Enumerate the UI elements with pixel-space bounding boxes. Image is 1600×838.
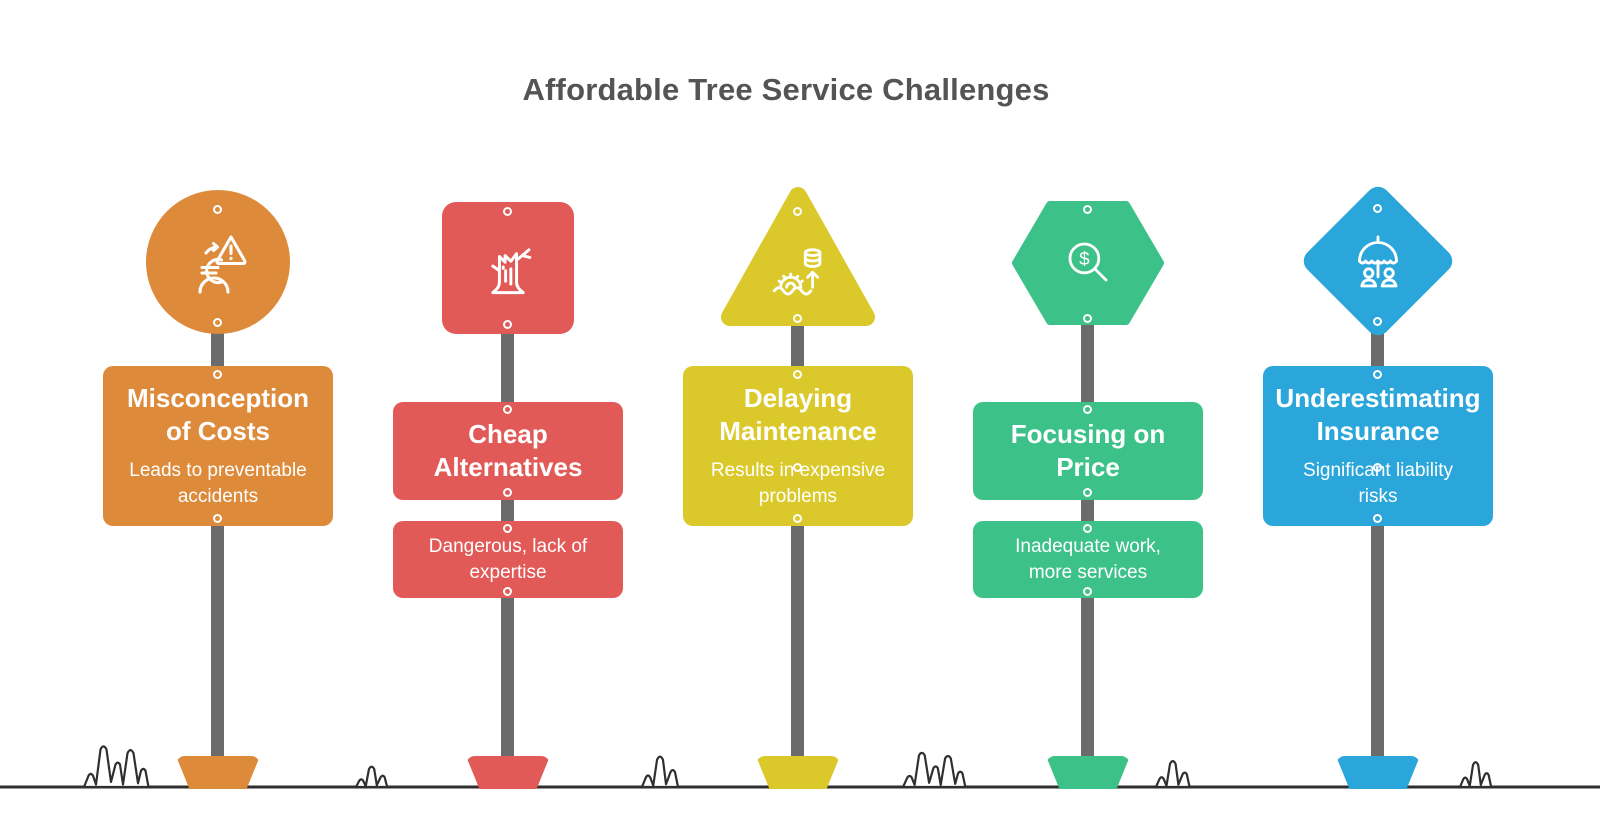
sign-underestimating-insurance: Underestimating Insurance Significant li…: [1259, 0, 1497, 838]
sign-subtitle: Significant liability risks: [1303, 460, 1453, 507]
sign-base: [466, 756, 550, 789]
screw-icon: [1373, 513, 1382, 523]
sign-subtitle-plate: Inadequate work, more services: [973, 521, 1203, 598]
svg-text:$: $: [1079, 249, 1090, 270]
sign-plate: Underestimating Insurance Significant li…: [1263, 366, 1493, 526]
sign-title: Misconception of Costs: [126, 383, 309, 446]
screw-icon: [1083, 204, 1092, 214]
sign-pole: [1081, 262, 1094, 757]
price-magnifier-icon: $: [1068, 242, 1108, 282]
screw-icon: [793, 369, 802, 379]
screw-icon: [503, 586, 512, 596]
screw-icon: [1373, 316, 1382, 326]
rising-cost-gear-icon: [772, 248, 822, 296]
screw-icon: [213, 513, 222, 523]
sign-pole: [501, 262, 514, 757]
screw-icon: [503, 404, 512, 414]
sign-title-plate: Cheap Alternatives: [393, 402, 623, 500]
screw-icon: [1373, 203, 1382, 213]
cost-warning-icon: [198, 235, 247, 294]
sign-title: Cheap Alternatives: [433, 419, 583, 482]
sign-subtitle: Dangerous, lack of expertise: [428, 535, 588, 583]
sign-title-plate: Focusing on Price: [973, 402, 1203, 500]
sign-shape-square: [442, 202, 574, 334]
screw-icon: [1083, 313, 1092, 323]
sign-base: [1336, 756, 1420, 789]
sign-subtitle: Leads to preventable accidents: [129, 460, 307, 507]
screw-icon: [793, 206, 802, 216]
screw-icon: [213, 317, 222, 327]
screw-icon: [503, 206, 512, 216]
sign-subtitle-plate: Dangerous, lack of expertise: [393, 521, 623, 598]
sign-title: Focusing on Price: [1010, 419, 1166, 482]
screw-icon: [1083, 523, 1092, 533]
screw-icon: [213, 204, 222, 214]
sign-title: Underestimating Insurance: [1275, 383, 1481, 446]
screw-icon: [1373, 369, 1382, 379]
sign-base: [176, 756, 260, 789]
sign-cheap-alternatives: Cheap Alternatives Dangerous, lack of ex…: [389, 0, 627, 838]
screw-icon: [1083, 487, 1092, 497]
screw-icon: [1373, 462, 1382, 472]
sign-base: [756, 756, 840, 789]
tree-stump-icon: [491, 248, 532, 295]
sign-subtitle: Inadequate work, more services: [1015, 535, 1161, 583]
page-title: Affordable Tree Service Challenges: [522, 72, 1050, 107]
sign-title: Delaying Maintenance: [719, 383, 877, 446]
screw-icon: [793, 313, 802, 323]
screw-icon: [1083, 586, 1092, 596]
sign-base: [1046, 756, 1130, 789]
sign-misconception-of-costs: Misconception of Costs Leads to preventa…: [99, 0, 337, 838]
insurance-umbrella-icon: [1358, 235, 1398, 288]
screw-icon: [503, 487, 512, 497]
screw-icon: [1083, 404, 1092, 414]
screw-icon: [503, 523, 512, 533]
screw-icon: [503, 319, 512, 329]
sign-focusing-on-price: $ Focusing on Price Inadequate work, mor…: [969, 0, 1207, 838]
screw-icon: [793, 462, 802, 472]
sign-delaying-maintenance: Delaying Maintenance Results in expensiv…: [679, 0, 917, 838]
sign-plate: Delaying Maintenance Results in expensiv…: [683, 366, 913, 526]
screw-icon: [213, 369, 222, 379]
screw-icon: [793, 513, 802, 523]
sign-shape-hexagon: [1012, 201, 1164, 325]
sign-subtitle: Results in expensive problems: [710, 460, 886, 507]
sign-plate: Misconception of Costs Leads to preventa…: [103, 366, 333, 526]
